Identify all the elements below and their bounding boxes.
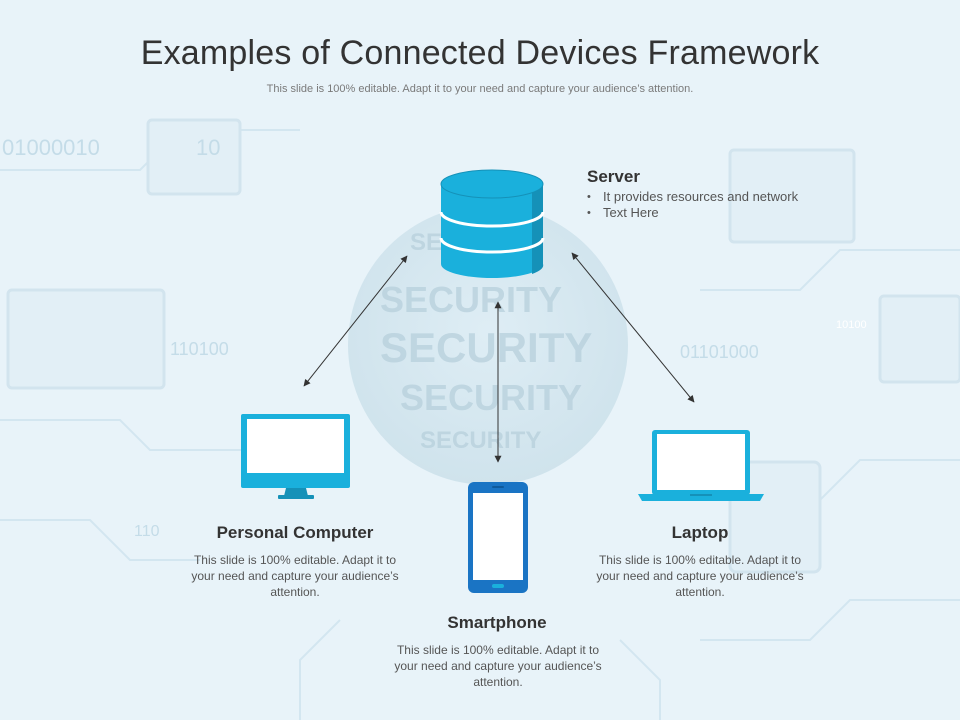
personal-computer-description: This slide is 100% editable. Adapt it to… (191, 553, 399, 599)
server-bullet-list: It provides resources and network Text H… (586, 189, 798, 221)
laptop-title: Laptop (671, 523, 729, 542)
laptop-description: This slide is 100% editable. Adapt it to… (596, 553, 804, 599)
smartphone-title: Smartphone (447, 613, 547, 632)
globe-word: SECURITY (400, 377, 582, 418)
desktop-monitor-icon (241, 414, 350, 499)
database-icon (439, 169, 545, 278)
connector-server-personal-computer (303, 255, 408, 387)
smartphone-icon (468, 482, 528, 593)
server-bullet-item: Text Here (586, 205, 798, 221)
globe-word: SECURITY (380, 324, 592, 371)
laptop-icon (638, 430, 764, 501)
binary-text: 110100 (170, 339, 229, 359)
binary-text: 01000010 (2, 135, 100, 160)
connector-server-laptop (571, 252, 695, 403)
server-bullet-item: It provides resources and network (586, 189, 798, 205)
smartphone-description: This slide is 100% editable. Adapt it to… (394, 643, 602, 689)
binary-text: 110 (134, 523, 160, 540)
server-title: Server (587, 167, 640, 186)
slide-title: Examples of Connected Devices Framework (140, 34, 820, 72)
binary-text: 10 (196, 135, 220, 160)
globe-word: SECURITY (420, 427, 541, 454)
binary-text: 10100 (836, 319, 867, 331)
globe-word: SECURITY (380, 279, 562, 320)
personal-computer-title: Personal Computer (216, 523, 374, 542)
binary-text: 01101000 (680, 342, 759, 362)
slide-subtitle: This slide is 100% editable. Adapt it to… (266, 83, 694, 95)
